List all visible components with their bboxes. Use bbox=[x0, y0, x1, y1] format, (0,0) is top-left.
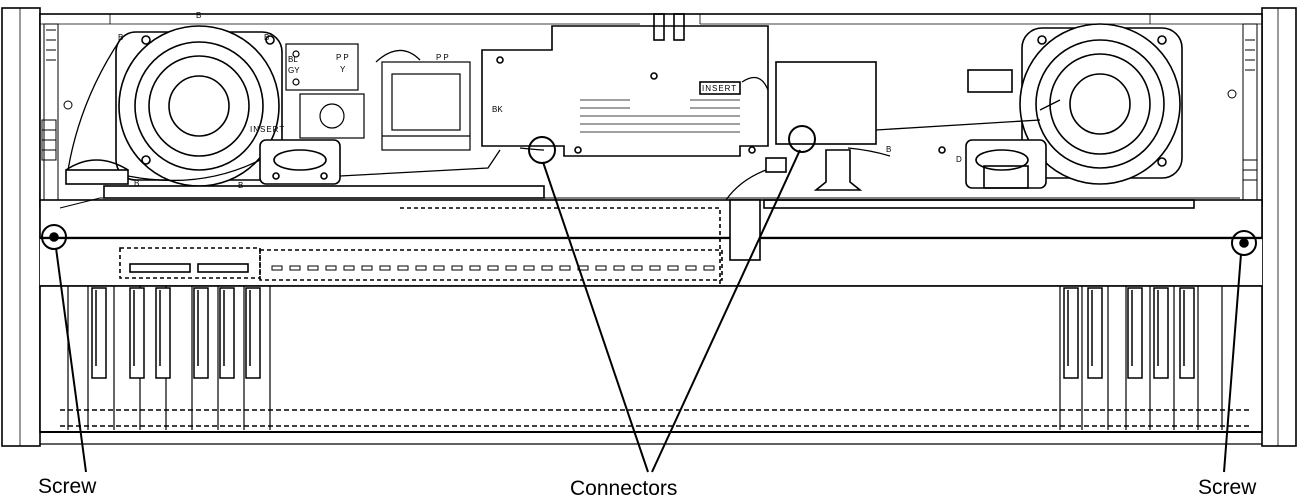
leader-lines bbox=[55, 149, 1242, 473]
insert-label-left: INSERT bbox=[250, 125, 285, 134]
marker-b-2: B bbox=[196, 11, 201, 20]
right-black-keys bbox=[1063, 287, 1195, 379]
right-speaker bbox=[1019, 23, 1183, 185]
left-terminal-block bbox=[285, 43, 359, 91]
left-white-key-dividers bbox=[67, 286, 271, 430]
terminal-pp-left: P P bbox=[336, 53, 349, 62]
connectors-label: Connectors bbox=[570, 477, 678, 500]
marker-b-4: B bbox=[134, 179, 139, 188]
right-headphone-unit bbox=[965, 139, 1047, 189]
left-side-panel bbox=[1, 7, 41, 447]
screw-callout-right bbox=[1231, 230, 1257, 256]
screw-callout-left bbox=[41, 224, 67, 250]
center-connector-stand bbox=[765, 149, 863, 191]
connector-callout-right bbox=[788, 125, 816, 153]
left-cable-clamp bbox=[65, 159, 129, 185]
terminal-bk: BK bbox=[492, 105, 503, 114]
volume-unit bbox=[299, 93, 365, 139]
left-speaker bbox=[115, 25, 283, 187]
marker-d: D bbox=[956, 155, 962, 164]
screw-left bbox=[49, 232, 59, 242]
main-circuit-board bbox=[481, 13, 769, 157]
terminal-gy: GY bbox=[288, 66, 300, 75]
key-slots bbox=[271, 265, 715, 271]
marker-b-6: B bbox=[886, 145, 891, 154]
terminal-y: Y bbox=[340, 65, 346, 74]
screw-label-left: Screw bbox=[38, 475, 97, 498]
terminal-pp-right: P P bbox=[436, 53, 449, 62]
marker-b-1: B bbox=[118, 33, 123, 42]
screw-right bbox=[1239, 238, 1249, 248]
wiring bbox=[67, 39, 1061, 201]
marker-b-5: B bbox=[238, 181, 243, 190]
right-side-panel bbox=[1261, 7, 1297, 447]
transformer bbox=[381, 61, 471, 151]
marker-b-3: B bbox=[264, 33, 269, 42]
screw-label-right: Screw bbox=[1198, 476, 1257, 499]
terminal-bl: BL bbox=[288, 55, 298, 64]
key-frame bbox=[39, 185, 1263, 287]
connector-callout-left bbox=[528, 136, 556, 164]
left-black-keys bbox=[91, 287, 261, 379]
insert-label-right: INSERT bbox=[702, 84, 737, 93]
left-headphone-unit bbox=[259, 139, 341, 185]
right-white-key-dividers bbox=[1059, 286, 1223, 430]
